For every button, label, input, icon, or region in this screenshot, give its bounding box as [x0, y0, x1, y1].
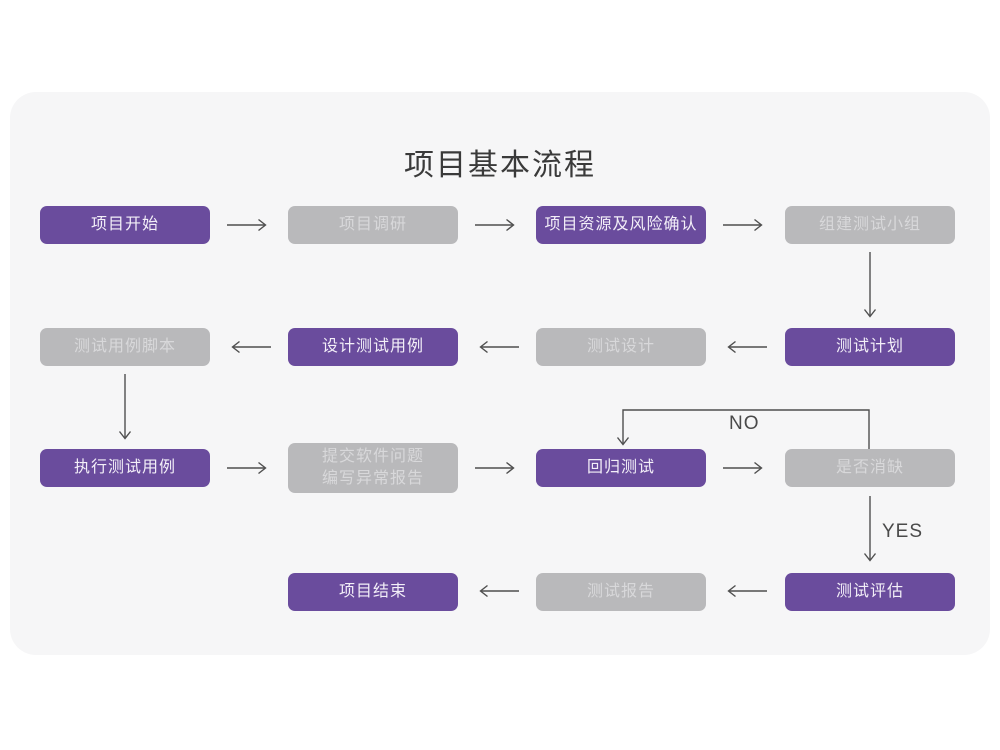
node-label-line1: 提交软件问题: [321, 448, 424, 466]
node-project-end: 项目结束: [288, 573, 458, 611]
node-label: 测试评估: [835, 583, 904, 601]
arrow-right-icon: [227, 218, 267, 232]
node-label: 测试计划: [835, 338, 904, 356]
node-label: 执行测试用例: [73, 459, 176, 477]
yes-label: YES: [882, 521, 924, 542]
node-test-plan: 测试计划: [785, 328, 955, 366]
no-loop-arrow-icon: [616, 409, 870, 449]
node-design-test-cases: 设计测试用例: [288, 328, 458, 366]
arrow-right-icon: [475, 461, 515, 475]
node-project-resources-risk: 项目资源及风险确认: [536, 206, 706, 244]
node-test-report: 测试报告: [536, 573, 706, 611]
node-label-line2: 编写异常报告: [321, 470, 424, 487]
node-label: 测试报告: [586, 583, 655, 601]
arrow-left-icon: [479, 340, 519, 354]
node-label: 项目结束: [338, 583, 407, 601]
node-label: 设计测试用例: [321, 338, 424, 356]
arrow-down-icon: [863, 252, 877, 318]
arrow-right-icon: [227, 461, 267, 475]
arrow-down-icon: [863, 496, 877, 562]
arrow-right-icon: [475, 218, 515, 232]
node-defect-resolved: 是否消缺: [785, 449, 955, 487]
node-label: 组建测试小组: [818, 216, 921, 234]
node-test-evaluation: 测试评估: [785, 573, 955, 611]
node-label: 测试用例脚本: [73, 338, 176, 356]
arrow-right-icon: [723, 218, 763, 232]
arrow-left-icon: [479, 584, 519, 598]
arrow-down-icon: [118, 374, 132, 440]
arrow-right-icon: [723, 461, 763, 475]
node-label: 测试设计: [586, 338, 655, 356]
node-execute-test-cases: 执行测试用例: [40, 449, 210, 487]
flowchart-card: [10, 92, 990, 655]
no-label: NO: [729, 413, 760, 434]
node-project-research: 项目调研: [288, 206, 458, 244]
node-label: 回归测试: [586, 459, 655, 477]
arrow-left-icon: [727, 340, 767, 354]
arrow-left-icon: [231, 340, 271, 354]
arrow-left-icon: [727, 584, 767, 598]
node-label: 项目开始: [90, 216, 159, 234]
node-test-case-script: 测试用例脚本: [40, 328, 210, 366]
node-label: 是否消缺: [835, 459, 904, 477]
node-submit-issues-write-report: 提交软件问题 编写异常报告: [288, 443, 458, 493]
node-label: 项目调研: [338, 216, 407, 234]
node-project-start: 项目开始: [40, 206, 210, 244]
node-build-test-team: 组建测试小组: [785, 206, 955, 244]
page-title: 项目基本流程: [404, 149, 596, 182]
node-regression-test: 回归测试: [536, 449, 706, 487]
node-label: 项目资源及风险确认: [544, 216, 698, 234]
node-test-design: 测试设计: [536, 328, 706, 366]
